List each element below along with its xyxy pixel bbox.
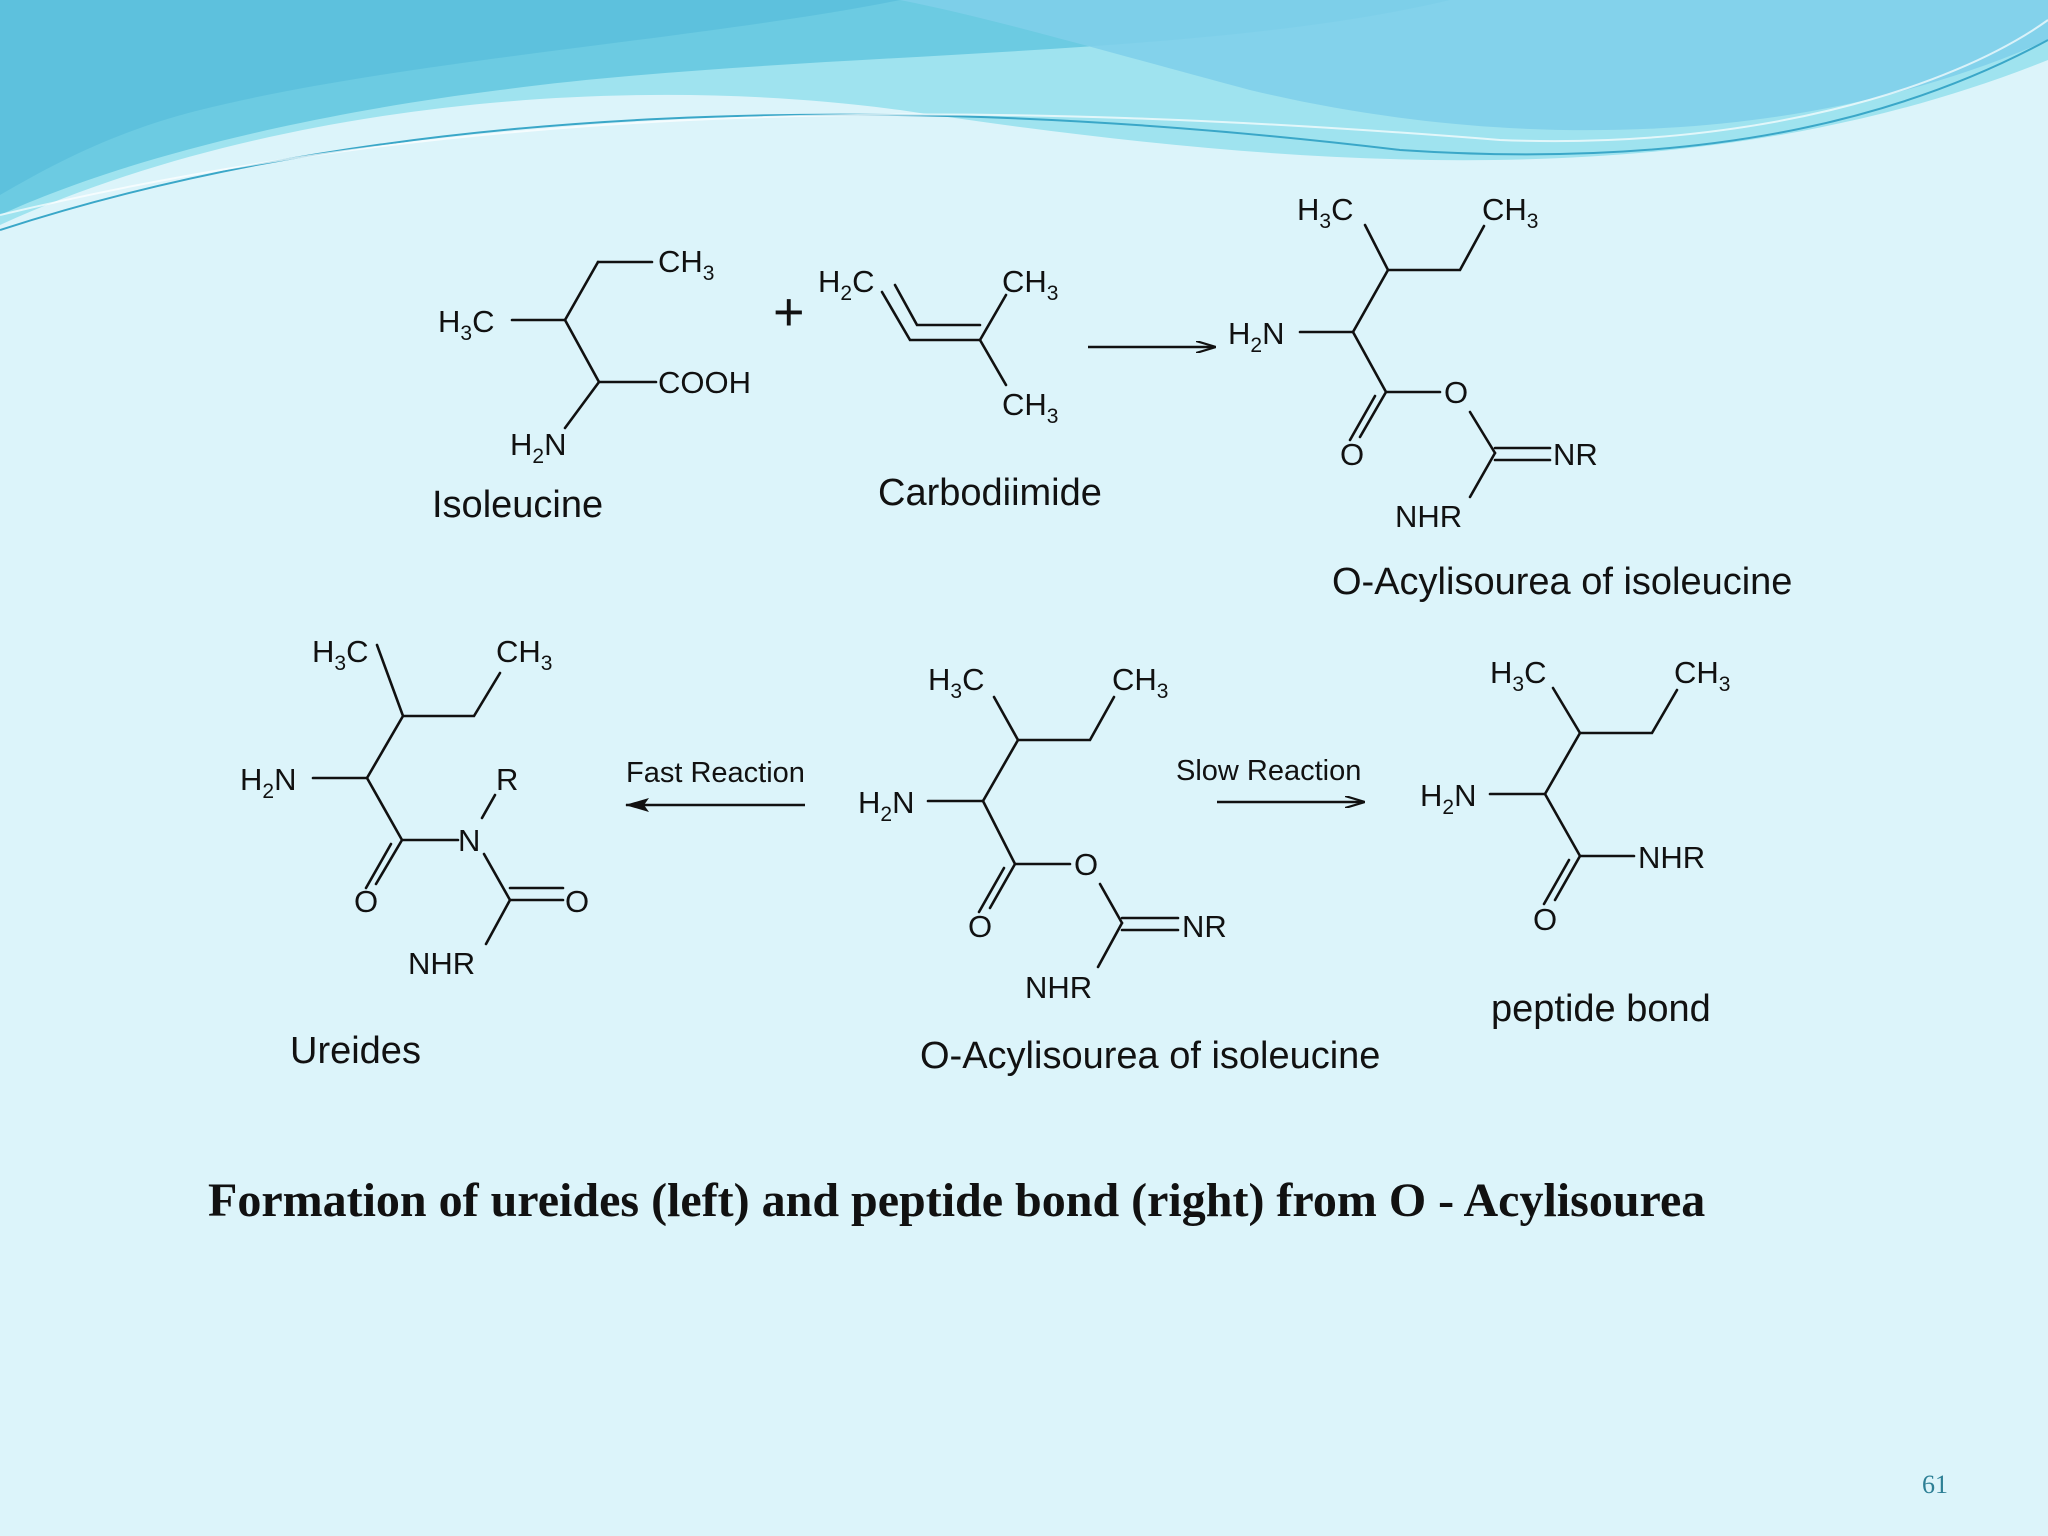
atom-label: CH3 (1674, 655, 1730, 696)
bond (482, 852, 565, 902)
bond (1542, 858, 1571, 906)
atom-label: O (968, 909, 992, 944)
ureides-structure: H3C CH3 H2N R N O O NHR Ureides (240, 634, 589, 1072)
atom-label: NHR (1025, 970, 1092, 1005)
o-acylisourea-center-structure: H3C CH3 H2N O O NR NHR O-Acylisourea of … (858, 662, 1380, 1077)
peptide-structure: H3C CH3 H2N NHR O peptide bond (1420, 655, 1730, 1030)
compound-name: Isoleucine (432, 484, 603, 526)
bond (1543, 792, 1636, 858)
atom-label: CH3 (1002, 264, 1058, 305)
arrow-label-slow: Slow Reaction (1176, 755, 1361, 787)
atom-label: CH3 (1482, 192, 1538, 233)
bond (1551, 686, 1679, 735)
atom-label: H3C (312, 634, 368, 675)
bond (563, 380, 601, 430)
bond (374, 838, 404, 886)
atom-label: O (1340, 437, 1364, 472)
bond (563, 318, 601, 384)
bond (1468, 410, 1497, 455)
atom-label: O (565, 884, 589, 919)
bond (1543, 731, 1582, 796)
atom-label: CH3 (658, 244, 714, 285)
atom-label: NHR (1638, 840, 1705, 875)
atom-label: NHR (1395, 499, 1462, 534)
atom-label: O (1444, 375, 1468, 410)
atom-label: H2N (1228, 316, 1284, 357)
atom-label: O (1533, 902, 1557, 937)
bond (480, 793, 497, 820)
bond (365, 714, 405, 780)
carbodiimide-structure: H2C CH3 CH3 Carbodiimide (818, 264, 1102, 514)
atom-label: O (354, 884, 378, 919)
bond (992, 695, 1116, 742)
compound-name: Carbodiimide (878, 472, 1102, 514)
bond (978, 293, 1008, 342)
slide-caption: Formation of ureides (left) and peptide … (208, 1174, 1706, 1227)
atom-label: H3C (1297, 192, 1353, 233)
bond (484, 898, 512, 946)
atom-label: NR (1182, 909, 1227, 944)
wave-line-1 (0, 39, 2048, 231)
bond (375, 643, 502, 718)
bond (977, 866, 1006, 914)
atom-label: COOH (658, 365, 751, 400)
atom-label: NR (1553, 437, 1598, 472)
bond (1363, 223, 1486, 272)
atom-label: H2N (1420, 778, 1476, 819)
o-acylisourea-top-structure: H3C CH3 H2N O O NR NHR O-Acylisourea of … (1228, 192, 1792, 603)
atom-label: H2C (818, 264, 874, 305)
arrow-label-fast: Fast Reaction (626, 757, 805, 789)
atom-label: CH3 (1112, 662, 1168, 703)
compound-name: peptide bond (1491, 988, 1711, 1030)
bond (1351, 268, 1390, 334)
atom-label: H2N (510, 427, 566, 468)
atom-label: H3C (928, 662, 984, 703)
atom-label: CH3 (496, 634, 552, 675)
compound-name: O-Acylisourea of isoleucine (1332, 561, 1792, 603)
bond (1358, 390, 1388, 439)
bond (978, 338, 1008, 387)
bond (981, 738, 1020, 803)
bond (563, 260, 600, 322)
wave-band-right (900, 0, 2048, 131)
page-number: 61 (1922, 1470, 1948, 1499)
bond (981, 799, 1072, 866)
bond (1348, 394, 1377, 442)
bond (893, 283, 982, 327)
bond (988, 862, 1017, 910)
wave-band-dark (0, 0, 900, 195)
atom-label: NHR (408, 946, 475, 981)
bond (365, 776, 460, 842)
atom-label: H3C (1490, 655, 1546, 696)
atom-label: H2N (240, 762, 296, 803)
atom-label: H3C (438, 304, 494, 345)
atom-label: H2N (858, 785, 914, 826)
bond (1098, 882, 1124, 925)
isoleucine-structure: CH3 H3C COOH H2N Isoleucine (432, 244, 751, 526)
atom-label: O (1074, 847, 1098, 882)
bond (880, 290, 982, 342)
bond (1096, 921, 1124, 969)
bond (1351, 330, 1442, 394)
bond (364, 842, 393, 890)
bond (1553, 854, 1582, 902)
compound-name: O-Acylisourea of isoleucine (920, 1035, 1380, 1077)
bond (1468, 451, 1497, 499)
plus-sign: + (773, 282, 805, 342)
atom-label: CH3 (1002, 387, 1058, 428)
atom-label: R (496, 762, 518, 797)
wave-line-2 (0, 19, 2048, 216)
header-wave (0, 0, 2048, 231)
atom-label: N (458, 823, 480, 858)
compound-name: Ureides (290, 1030, 421, 1072)
